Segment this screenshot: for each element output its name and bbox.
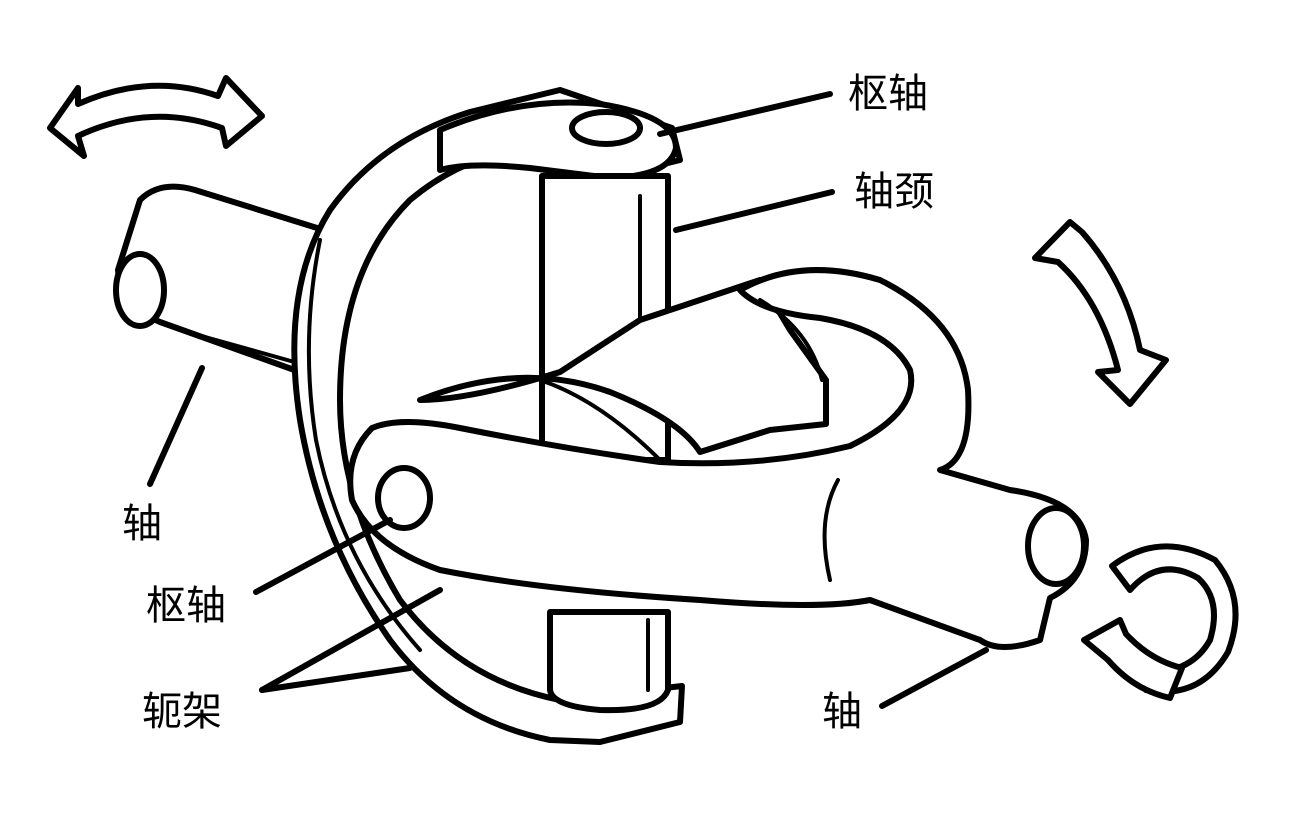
cross-hub [417, 277, 829, 462]
label-journal: 轴颈 [854, 169, 934, 215]
label-shaft-right: 轴 [822, 689, 862, 735]
yoke-fork-right [347, 267, 1089, 650]
label-pivot-left: 枢轴 [146, 583, 226, 629]
journal-vertical [539, 173, 671, 714]
rotation-arrow-right [1032, 219, 1169, 407]
label-pivot-top: 枢轴 [848, 71, 928, 117]
label-shaft-left: 轴 [122, 501, 162, 547]
rotation-arrow-top-left [47, 75, 265, 159]
spin-arrow-bottom-right [1081, 543, 1239, 701]
label-yoke: 轭架 [142, 689, 222, 735]
leader-lines [147, 91, 989, 709]
pivot-top [437, 99, 679, 181]
